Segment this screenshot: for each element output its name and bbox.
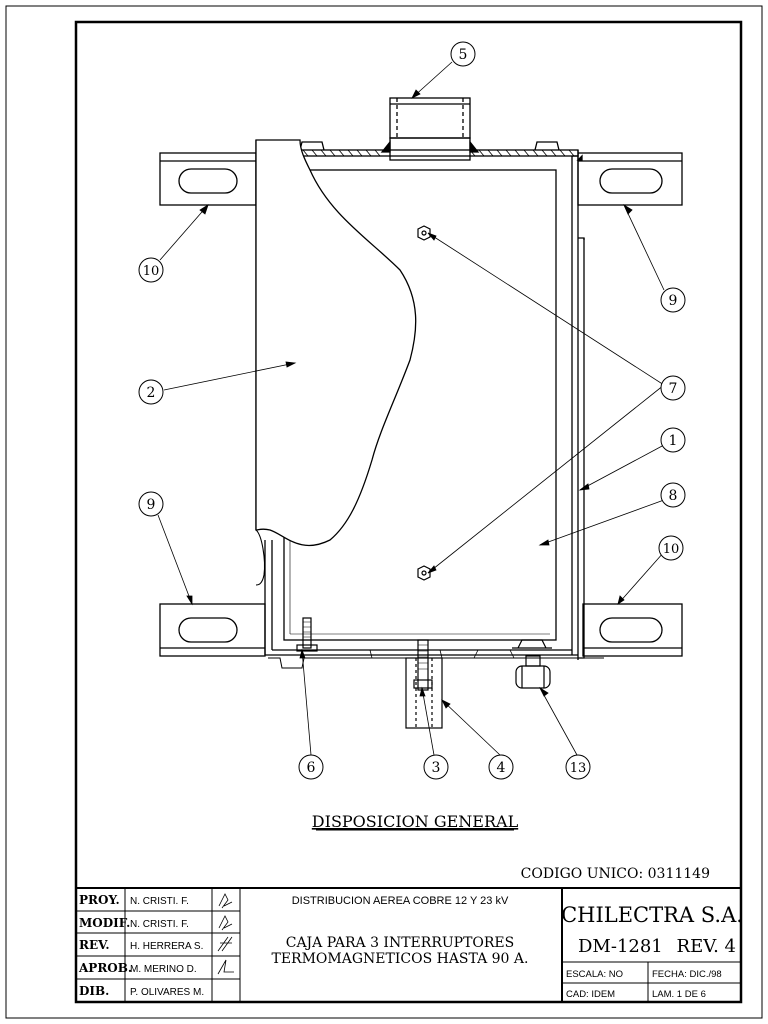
callout-1: 1 (660, 427, 686, 453)
name-aprob: M. MERINO D. (130, 964, 197, 975)
svg-text:7: 7 (669, 381, 678, 397)
callout-6: 6 (298, 754, 324, 780)
svg-text:5: 5 (459, 47, 468, 63)
gland-5 (380, 97, 480, 161)
callout-10-top: 10 (138, 257, 164, 283)
role-rev: REV. (79, 938, 110, 952)
sheet-border (5, 5, 763, 1019)
drawing-number: DM-1281 (578, 936, 663, 957)
svg-text:13: 13 (570, 761, 587, 776)
slot-top-left (178, 168, 238, 194)
callout-balloons: 5 10 9 7 2 1 8 9 10 6 3 4 13 (138, 41, 686, 780)
slot-bottom-right (599, 617, 663, 643)
svg-text:2: 2 (147, 385, 156, 401)
drawing-caption: DISPOSICION GENERAL (312, 812, 519, 831)
role-dib: DIB. (79, 984, 109, 998)
unique-code: CODIGO UNICO: 0311149 (521, 866, 710, 882)
role-aprob: APROB. (78, 961, 132, 975)
callout-9-top: 9 (660, 287, 686, 313)
callout-8: 8 (660, 482, 686, 508)
callout-2: 2 (138, 379, 164, 405)
sheet-number: LAM. 1 DE 6 (652, 989, 706, 1000)
title-block (76, 887, 741, 1002)
name-proy: N. CRISTI. F. (130, 896, 189, 907)
bracket-bottom-right (582, 603, 683, 657)
title-line-2: TERMOMAGNETICOS HASTA 90 A. (272, 951, 529, 967)
callout-13: 13 (565, 754, 591, 780)
svg-text:4: 4 (497, 760, 506, 776)
title-block-text: PROY. N. CRISTI. F. MODIF. N. CRISTI. F.… (78, 893, 743, 1000)
company-name: CHILECTRA S.A. (561, 903, 743, 927)
svg-text:1: 1 (669, 433, 678, 449)
slot-top-right (599, 168, 663, 194)
slot-bottom-left (178, 617, 238, 643)
callout-4: 4 (488, 754, 514, 780)
svg-text:8: 8 (669, 488, 678, 504)
subject: DISTRIBUCION AEREA COBRE 12 Y 23 kV (292, 895, 509, 907)
scale: ESCALA: NO (566, 969, 623, 980)
drawing-frame (74, 20, 743, 1004)
callout-9-bottom: 9 (138, 491, 164, 517)
door-cutaway (255, 139, 417, 547)
callout-3: 3 (423, 754, 449, 780)
role-modif: MODIF. (79, 916, 130, 930)
svg-text:6: 6 (307, 760, 316, 776)
name-dib: P. OLIVARES M. (130, 987, 204, 998)
bottom-fittings (296, 617, 552, 729)
callout-10-bottom: 10 (658, 535, 684, 561)
name-modif: N. CRISTI. F. (130, 919, 189, 930)
callout-7: 7 (660, 375, 686, 401)
svg-text:10: 10 (143, 264, 160, 279)
svg-text:9: 9 (147, 497, 156, 513)
svg-text:3: 3 (432, 760, 441, 776)
leader-lines (157, 61, 665, 756)
date: FECHA: DIC./98 (652, 969, 722, 980)
revision: REV. 4 (677, 936, 736, 957)
title-line-1: CAJA PARA 3 INTERRUPTORES (286, 935, 515, 951)
mounting-brackets (159, 152, 683, 657)
role-proy: PROY. (79, 893, 120, 907)
cad: CAD: IDEM (566, 989, 615, 1000)
callout-5: 5 (450, 41, 476, 67)
name-rev: H. HERRERA S. (130, 941, 203, 952)
svg-text:9: 9 (669, 293, 678, 309)
hex-nuts-7 (417, 225, 431, 581)
svg-text:10: 10 (663, 542, 680, 557)
